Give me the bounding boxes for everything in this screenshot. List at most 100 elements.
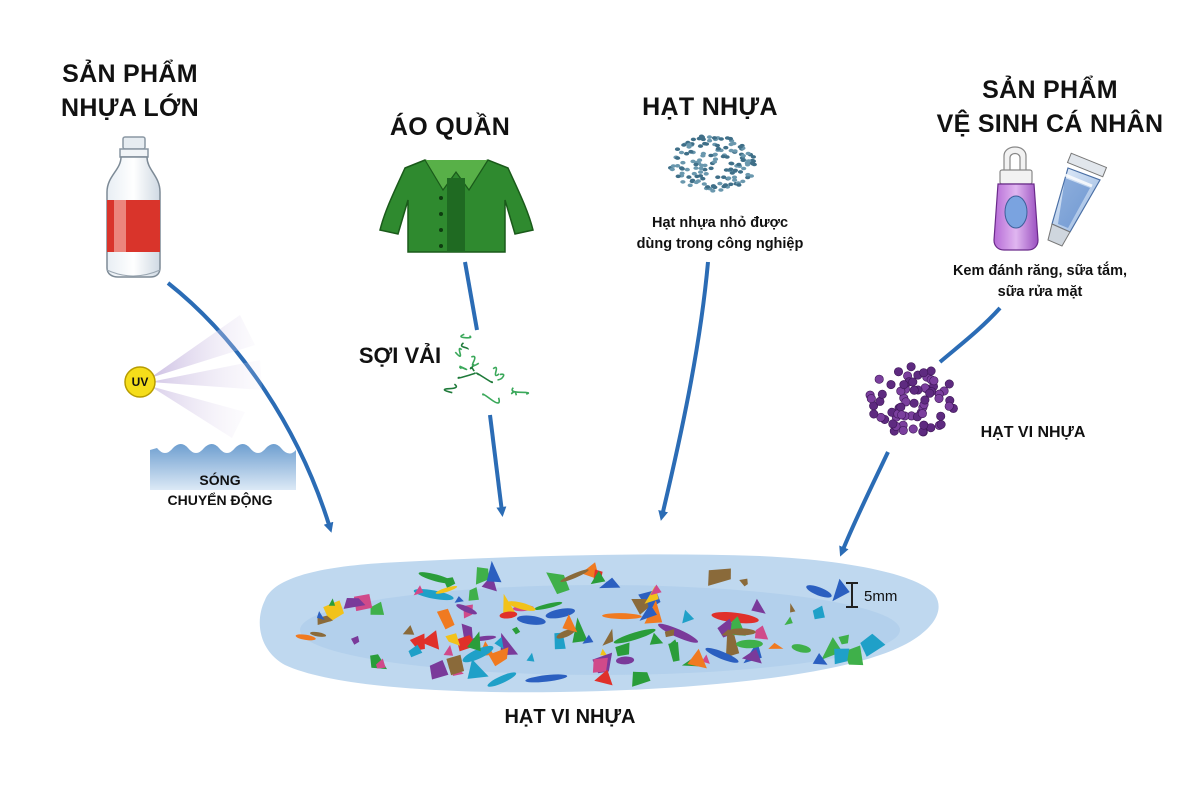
plastic-fragment [351, 635, 360, 645]
label-personal-care: SẢN PHẨM VỆ SINH CÁ NHÂN [925, 73, 1175, 141]
pellet [674, 147, 681, 151]
fiber-strand [460, 342, 469, 350]
plastic-fragment [488, 647, 509, 667]
pellet [680, 160, 686, 165]
pellet [729, 171, 735, 175]
plastic-fragment [594, 669, 613, 686]
bottle-icon [106, 136, 161, 278]
label-large-plastic: SẢN PHẨM NHỰA LỚN [40, 57, 220, 125]
microbead [908, 424, 918, 434]
microbead [919, 420, 929, 430]
pellet [729, 161, 735, 166]
microbead-cluster-icon [865, 362, 958, 437]
label-personal-care-desc-line1: Kem đánh răng, sữa tắm, [952, 263, 1128, 279]
label-clothes: ÁO QUẦN [389, 113, 511, 141]
fiber-strand [454, 347, 463, 357]
microbead [866, 394, 876, 404]
pellet [728, 182, 734, 187]
plastic-fragment [494, 636, 504, 649]
pellet [703, 172, 709, 176]
pellet [732, 178, 738, 182]
plastic-fragment [526, 652, 535, 662]
plastic-fragment [413, 589, 454, 601]
label-waves: SÓNG CHUYỂN ĐỘNG [140, 470, 300, 510]
pellet [705, 185, 711, 189]
plastic-fragment [409, 633, 425, 651]
microbead [909, 385, 919, 395]
pellet [721, 175, 727, 179]
plastic-fragment [668, 642, 680, 662]
pellet [731, 141, 737, 146]
microbead [877, 389, 887, 399]
label-large-plastic-line1: SẢN PHẨM [62, 60, 198, 88]
label-personal-care-line1: SẢN PHẨM [982, 76, 1118, 104]
plastic-fragment [768, 642, 784, 649]
label-personal-care-desc: Kem đánh răng, sữa tắm, sữa rửa mặt [925, 261, 1155, 303]
pellet [708, 153, 714, 158]
pellet [707, 138, 713, 143]
label-pellets: HẠT NHỰA [642, 93, 778, 121]
pellet [679, 171, 685, 176]
microbead [944, 379, 954, 389]
fiber-icon [443, 333, 530, 404]
pellet [681, 143, 687, 147]
pellet [711, 160, 718, 164]
pellet [675, 164, 681, 168]
pellet [731, 175, 738, 180]
microbead [919, 368, 929, 378]
toothpaste-tube-icon [1047, 152, 1108, 247]
uv-sun-icon [124, 315, 262, 438]
plastic-fragment [462, 645, 494, 663]
microbead [899, 380, 909, 390]
label-microbeads: HẠT VI NHỰA [980, 424, 1086, 441]
pellet [717, 181, 723, 186]
plastic-fragment [602, 628, 614, 646]
pellet [746, 159, 752, 163]
plastic-fragment [572, 617, 588, 643]
plastic-fragment [735, 639, 763, 649]
label-waves-line1: SÓNG [199, 472, 241, 488]
pellet [718, 137, 724, 141]
microbead [934, 393, 944, 403]
microbead [917, 409, 927, 419]
label-fibers: SỢI VẢI [358, 343, 442, 368]
plastic-fragment [546, 572, 570, 595]
pellet [726, 176, 732, 180]
plastic-fragment [499, 611, 518, 619]
pellet [732, 168, 739, 173]
plastic-fragment [507, 601, 536, 611]
wave-icon [150, 444, 296, 490]
arrow-large-plastic [166, 281, 334, 533]
plastic-fragment [475, 567, 490, 585]
plastic-fragment [456, 635, 477, 652]
microbead [886, 380, 896, 390]
pellet [723, 145, 729, 150]
arrow-microbeads [839, 451, 890, 557]
fiber-strand [481, 393, 501, 404]
plastic-fragment [821, 637, 843, 660]
pellet [691, 171, 697, 176]
plastic-fragment [664, 629, 675, 638]
plastic-fragment [725, 633, 740, 658]
plastic-fragment [658, 623, 699, 643]
microbead [926, 366, 936, 376]
lotion-bottle-icon [993, 146, 1039, 251]
plastic-fragment [468, 587, 479, 601]
plastic-fragment [812, 653, 828, 665]
fiber-strand [443, 383, 458, 394]
plastic-fragment [631, 599, 649, 615]
pellet [745, 151, 751, 156]
fiber-strand [460, 333, 472, 339]
microbead [897, 410, 907, 420]
plastic-fragment [562, 614, 578, 633]
plastic-fragment [512, 626, 521, 635]
plastic-fragment [343, 598, 366, 609]
fiber-strand [469, 363, 476, 372]
pellet [701, 182, 707, 186]
plastic-fragment [790, 603, 796, 613]
pellet [686, 142, 692, 147]
pellet [741, 166, 747, 171]
pellet [745, 175, 751, 180]
plastic-fragment [616, 656, 635, 665]
pellet [702, 163, 708, 168]
